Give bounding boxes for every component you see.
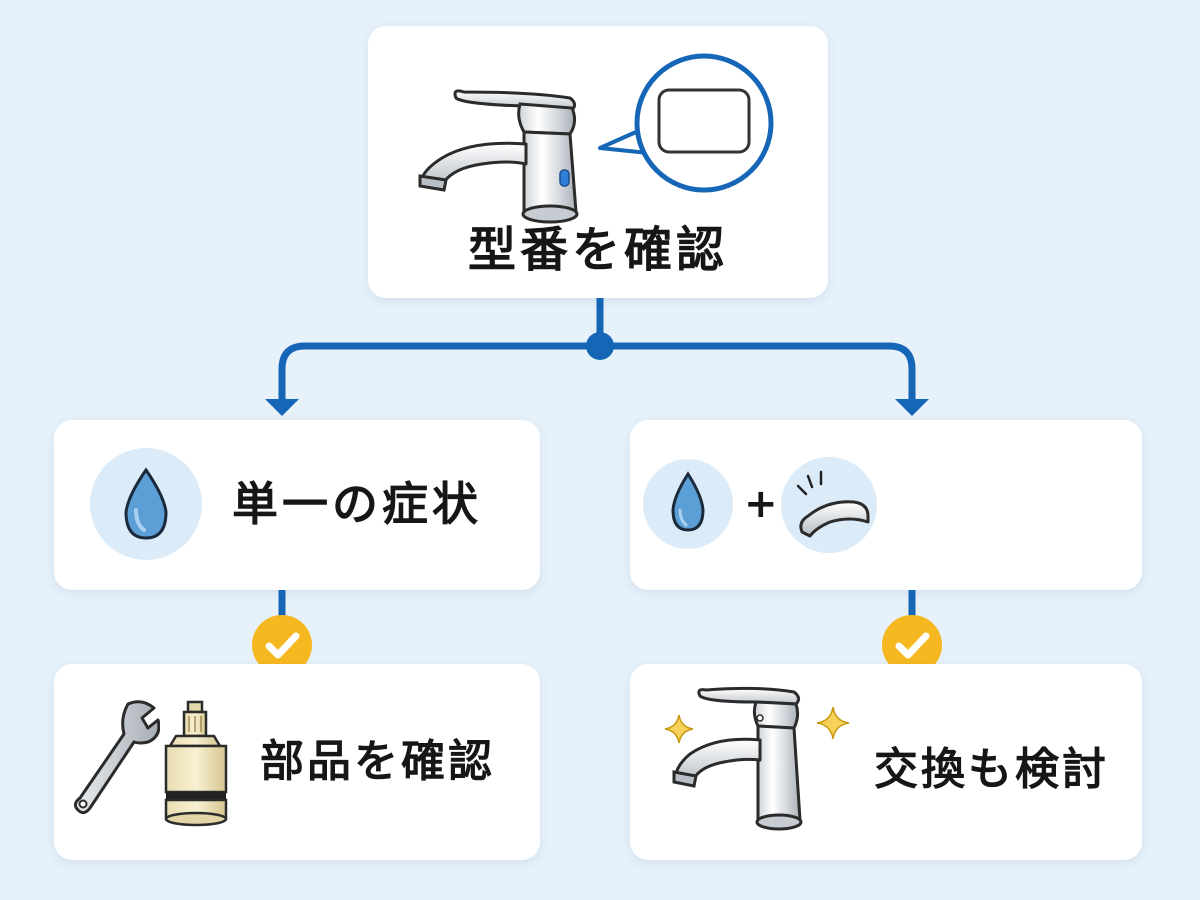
cartridge-icon — [164, 700, 228, 827]
model-label-magnifier-icon — [598, 53, 774, 193]
wrench-icon — [73, 700, 160, 815]
single-symptom-card: 単一の症状 — [54, 420, 540, 590]
check-parts-card: 部品を確認 — [54, 664, 540, 860]
faucet-icon — [418, 89, 579, 224]
sparkle-icon — [664, 714, 694, 744]
new-faucet-icon — [672, 686, 803, 831]
faucet-lever-icon — [781, 457, 877, 553]
sparkle-icon — [816, 706, 850, 740]
combined-symptom-card: + — [630, 420, 1142, 590]
water-drop-icon — [90, 448, 202, 560]
check-badge-icon — [882, 615, 942, 675]
water-drop-icon — [643, 459, 733, 549]
consider-replacement-card: 交換も検討 — [630, 664, 1142, 860]
connector-arrowhead-right — [895, 399, 929, 416]
check-parts-label: 部品を確認 — [260, 736, 495, 787]
consider-replacement-label: 交換も検討 — [874, 744, 1109, 795]
connector-branch-left — [278, 342, 600, 402]
connector-junction-dot — [586, 332, 614, 360]
connector-arrowhead-left — [265, 399, 299, 416]
check-badge-icon — [252, 615, 312, 675]
plus-symbol: + — [744, 481, 778, 527]
top-step-card: 型番を確認 — [368, 26, 828, 298]
connector-branch-right — [600, 342, 916, 402]
top-step-label: 型番を確認 — [467, 222, 728, 278]
single-symptom-label: 単一の症状 — [232, 477, 482, 531]
